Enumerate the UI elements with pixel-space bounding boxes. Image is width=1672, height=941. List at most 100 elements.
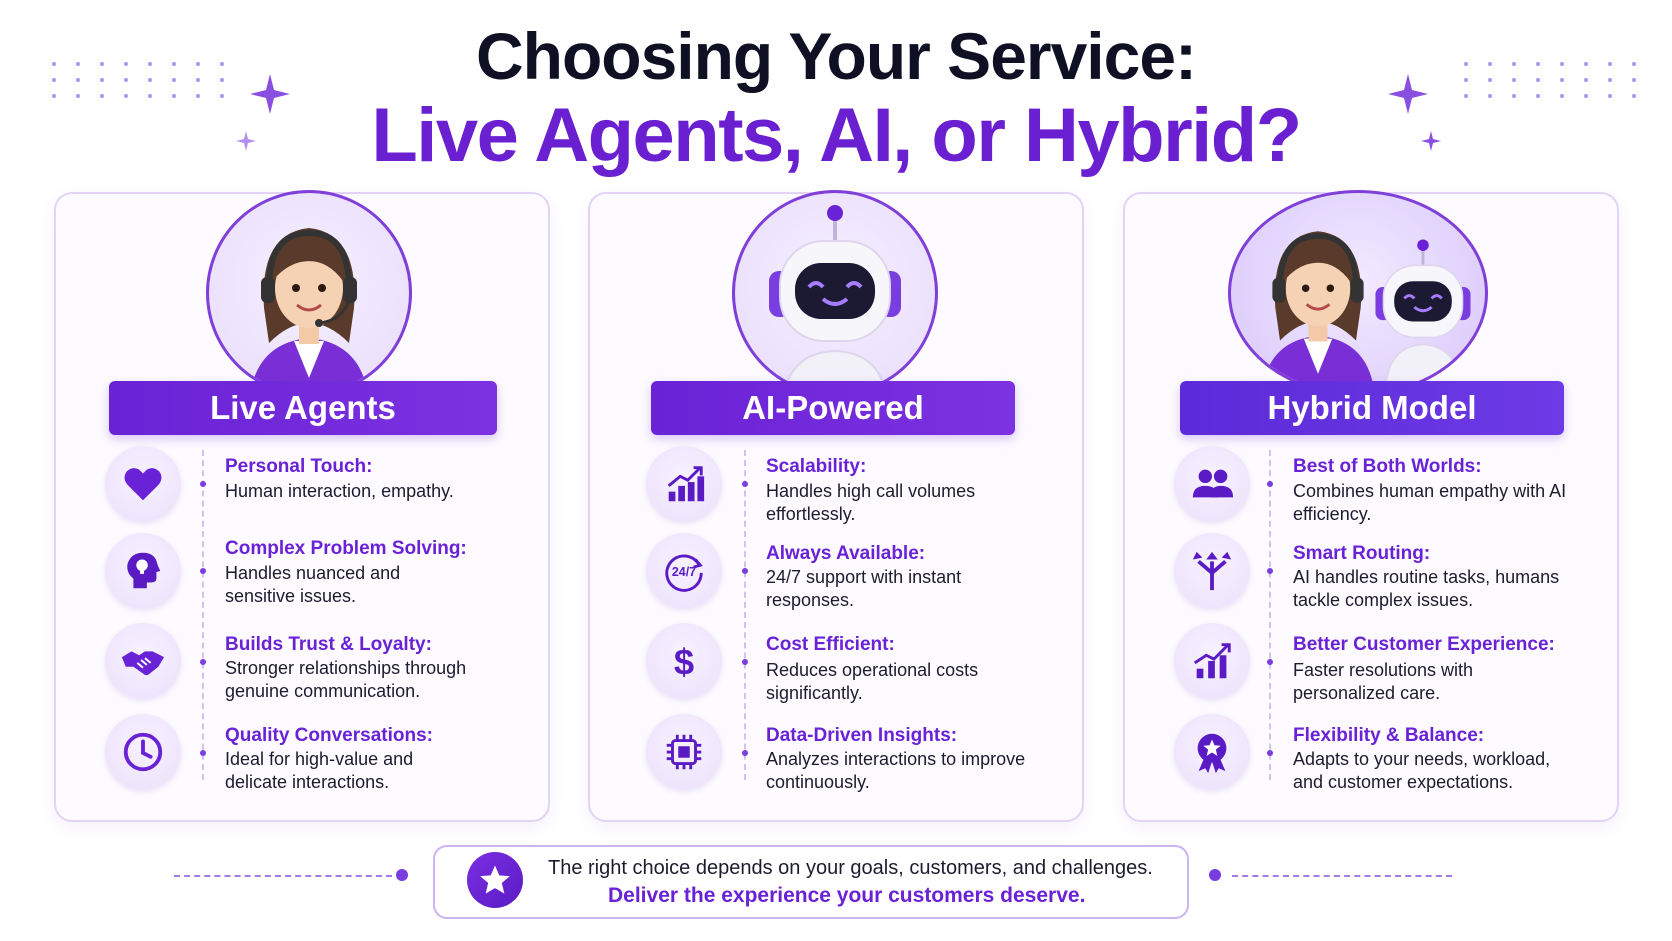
decor-dots-left bbox=[52, 62, 232, 98]
decor-dot bbox=[220, 62, 224, 66]
footer-dash-right bbox=[1232, 875, 1452, 877]
footer-dash-left bbox=[174, 875, 392, 877]
decor-dot bbox=[1512, 62, 1516, 66]
decor-dot bbox=[1560, 78, 1564, 82]
feature-desc: Adapts to your needs, workload, and cust… bbox=[1293, 749, 1551, 792]
handshake-icon bbox=[105, 623, 181, 699]
ai-robot-avatar bbox=[732, 190, 938, 396]
decor-dot bbox=[220, 78, 224, 82]
decor-dot bbox=[1608, 94, 1612, 98]
bullet bbox=[1267, 481, 1273, 487]
twenty-four-seven-label: 24/7 bbox=[672, 565, 696, 579]
feature-desc: Analyzes interactions to improve continu… bbox=[766, 749, 1026, 792]
sparkle-icon bbox=[250, 74, 290, 114]
routing-arrows-icon bbox=[1174, 533, 1250, 609]
footer-tagline: Deliver the experience your customers de… bbox=[608, 884, 1086, 907]
decor-dot bbox=[1632, 78, 1636, 82]
decor-dot bbox=[1536, 94, 1540, 98]
decor-dot bbox=[1512, 94, 1516, 98]
card-title-ai-powered: AI-Powered bbox=[651, 381, 1015, 435]
bullet bbox=[742, 481, 748, 487]
dollar-icon: $ bbox=[646, 623, 722, 699]
decor-dot bbox=[148, 78, 152, 82]
feature-desc: AI handles routine tasks, humans tackle … bbox=[1293, 567, 1560, 610]
decor-dot bbox=[1464, 78, 1468, 82]
feature-title: Smart Routing: bbox=[1293, 543, 1431, 564]
decor-dot bbox=[172, 62, 176, 66]
decor-dot bbox=[196, 94, 200, 98]
people-icon bbox=[1174, 446, 1250, 522]
page-subtitle: Live Agents, AI, or Hybrid? bbox=[371, 93, 1302, 178]
footer-text: The right choice depends on your goals, … bbox=[548, 857, 1153, 879]
feature-desc: 24/7 support with instant responses. bbox=[766, 567, 962, 610]
decor-dot bbox=[52, 78, 56, 82]
sparkle-icon bbox=[1388, 74, 1428, 114]
feature-title: Quality Conversations: bbox=[225, 725, 433, 746]
decor-dot bbox=[1560, 62, 1564, 66]
bullet bbox=[200, 659, 206, 665]
star-icon bbox=[467, 852, 523, 908]
decor-dot bbox=[52, 94, 56, 98]
feature-desc: Handles nuanced and sensitive issues. bbox=[225, 563, 401, 606]
decor-dot bbox=[1536, 62, 1540, 66]
head-lightbulb-icon bbox=[105, 533, 181, 609]
decor-dot bbox=[196, 62, 200, 66]
decor-dot bbox=[52, 62, 56, 66]
decor-dot bbox=[100, 94, 104, 98]
decor-dot bbox=[1464, 62, 1468, 66]
decor-dot bbox=[76, 78, 80, 82]
decor-dot bbox=[220, 94, 224, 98]
bullet bbox=[742, 568, 748, 574]
feature-title: Complex Problem Solving: bbox=[225, 538, 467, 559]
sparkle-icon bbox=[1421, 131, 1441, 151]
decor-dot bbox=[196, 78, 200, 82]
feature-desc: Ideal for high-value and delicate intera… bbox=[225, 749, 414, 792]
decor-dot bbox=[148, 62, 152, 66]
decor-dot bbox=[1584, 94, 1588, 98]
bullet bbox=[200, 750, 206, 756]
footer-dot-left bbox=[396, 869, 408, 881]
decor-dot bbox=[1536, 78, 1540, 82]
growth-chart-icon bbox=[1174, 623, 1250, 699]
divider-line bbox=[1269, 450, 1271, 780]
decor-dot bbox=[1632, 62, 1636, 66]
chip-icon bbox=[646, 714, 722, 790]
divider-line bbox=[744, 450, 746, 780]
feature-title: Always Available: bbox=[766, 543, 926, 564]
feature-title: Personal Touch: bbox=[225, 456, 373, 477]
card-title-hybrid-model: Hybrid Model bbox=[1180, 381, 1564, 435]
footer-dot-right bbox=[1209, 869, 1221, 881]
decor-dots-right bbox=[1464, 62, 1644, 98]
decor-dot bbox=[76, 62, 80, 66]
feature-title: Better Customer Experience: bbox=[1293, 634, 1555, 655]
bullet bbox=[742, 750, 748, 756]
decor-dot bbox=[1464, 94, 1468, 98]
decor-dot bbox=[100, 78, 104, 82]
divider-line bbox=[202, 450, 204, 780]
decor-dot bbox=[100, 62, 104, 66]
clock-icon bbox=[105, 714, 181, 790]
bullet bbox=[1267, 750, 1273, 756]
decor-dot bbox=[1488, 94, 1492, 98]
footer-callout bbox=[433, 845, 1189, 919]
bullet bbox=[200, 568, 206, 574]
twenty-four-seven-icon: 24/7 bbox=[646, 533, 722, 609]
bullet bbox=[1267, 659, 1273, 665]
decor-dot bbox=[1488, 62, 1492, 66]
feature-desc: Faster resolutions with personalized car… bbox=[1293, 660, 1474, 703]
decor-dot bbox=[1632, 94, 1636, 98]
feature-title: Data-Driven Insights: bbox=[766, 725, 958, 746]
decor-dot bbox=[1512, 78, 1516, 82]
decor-dot bbox=[1608, 78, 1612, 82]
feature-desc: Handles high call volumes effortlessly. bbox=[766, 481, 976, 524]
bullet bbox=[1267, 568, 1273, 574]
sparkle-icon bbox=[236, 131, 256, 151]
feature-title: Flexibility & Balance: bbox=[1293, 725, 1485, 746]
feature-desc: Reduces operational costs significantly. bbox=[766, 660, 979, 703]
dollar-sign-label: $ bbox=[674, 641, 694, 682]
heart-icon bbox=[105, 446, 181, 522]
decor-dot bbox=[172, 94, 176, 98]
decor-dot bbox=[1584, 78, 1588, 82]
decor-dot bbox=[1584, 62, 1588, 66]
feature-title: Builds Trust & Loyalty: bbox=[225, 634, 432, 655]
